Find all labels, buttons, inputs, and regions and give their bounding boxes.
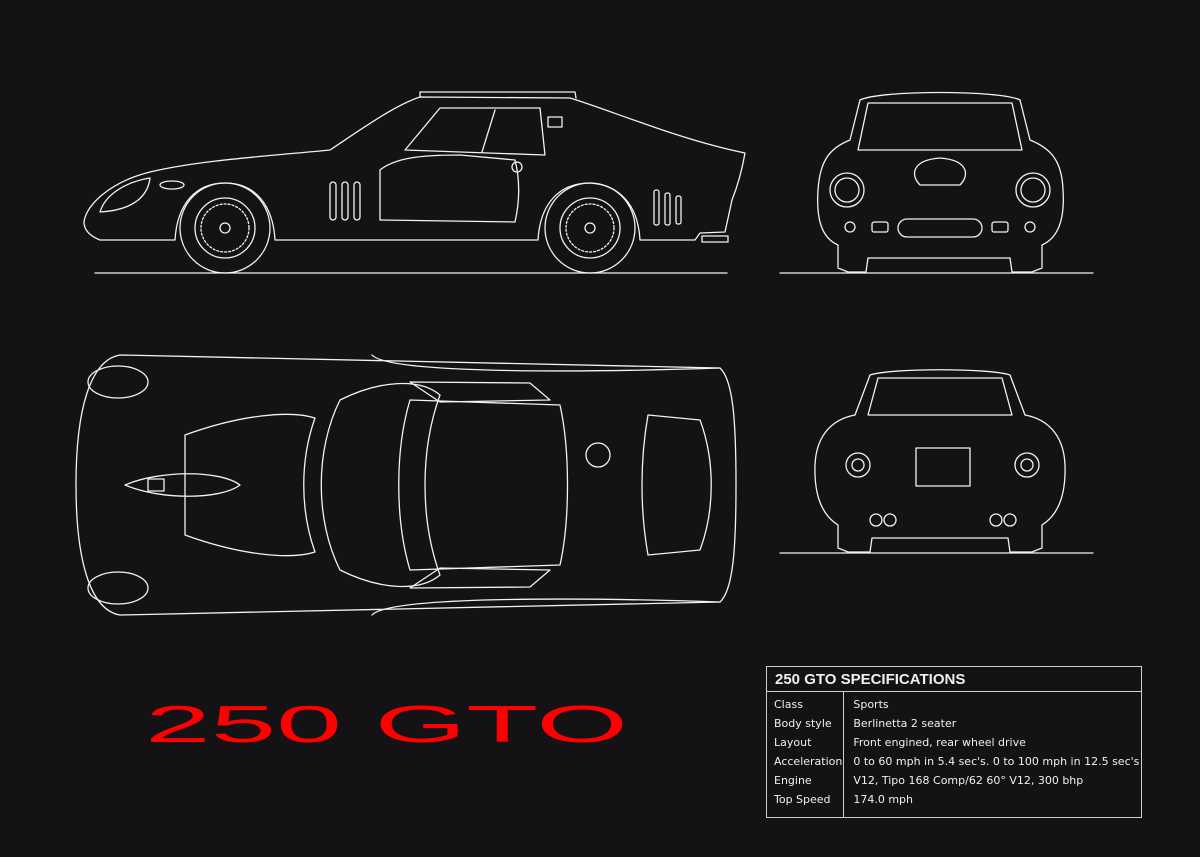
spec-row: Engine V12, Tipo 168 Comp/62 60° V12, 300… — [767, 772, 1143, 791]
specifications-table: 250 GTO SPECIFICATIONS Class Sports Body … — [766, 666, 1142, 818]
body-outline — [75, 354, 737, 616]
left-headlight — [87, 365, 149, 399]
spec-label: Layout — [774, 736, 812, 749]
spec-label: Body style — [774, 717, 832, 730]
front-wheel — [179, 182, 271, 274]
spec-value: Berlinetta 2 seater — [853, 717, 957, 730]
rear-wheel — [544, 182, 636, 274]
spec-row: Top Speed 174.0 mph — [767, 791, 1143, 810]
door — [379, 154, 520, 223]
left-taillight — [851, 458, 865, 472]
spec-value: 0 to 60 mph in 5.4 sec's. 0 to 100 mph i… — [853, 755, 1140, 768]
top-view — [75, 354, 737, 616]
spec-value: 174.0 mph — [853, 793, 914, 806]
side-window — [404, 107, 546, 156]
left-headlight — [834, 177, 860, 203]
spec-label: Engine — [774, 774, 812, 787]
windshield — [857, 102, 1023, 151]
rear-view — [779, 369, 1094, 554]
spec-label: Top Speed — [774, 793, 831, 806]
spec-row: Layout Front engined, rear wheel drive — [767, 734, 1143, 753]
front-view — [779, 91, 1094, 274]
spec-label: Class — [774, 698, 803, 711]
hood-bulge — [124, 473, 241, 497]
fuel-cap — [511, 161, 523, 173]
body-outline — [816, 91, 1064, 273]
license-plate — [915, 447, 971, 487]
exhaust — [701, 235, 729, 243]
window-pillar — [481, 109, 496, 153]
specs-heading: 250 GTO SPECIFICATIONS — [767, 667, 1141, 692]
roof — [419, 91, 577, 99]
poster-title: 250 GTO — [145, 696, 628, 754]
spec-label: Acceleration — [774, 755, 843, 768]
headlight — [99, 177, 151, 213]
right-window — [409, 567, 551, 589]
fender-lines — [371, 354, 721, 616]
column-divider — [843, 692, 844, 817]
hood-scoop — [913, 157, 967, 186]
grille — [897, 218, 983, 238]
right-headlight — [1020, 177, 1046, 203]
side-light — [159, 180, 185, 190]
spec-row: Acceleration 0 to 60 mph in 5.4 sec's. 0 … — [767, 753, 1143, 772]
hood — [184, 413, 316, 557]
left-window — [409, 381, 551, 403]
spec-value: Front engined, rear wheel drive — [853, 736, 1026, 749]
body-outline — [814, 369, 1066, 553]
roof — [398, 399, 569, 571]
fuel-cap — [585, 442, 611, 468]
windshield — [320, 382, 441, 588]
side-view — [83, 91, 746, 274]
body-outline — [83, 96, 746, 241]
side-vents — [329, 181, 682, 226]
spec-row: Body style Berlinetta 2 seater — [767, 715, 1143, 734]
right-taillight — [1020, 458, 1034, 472]
right-headlight — [87, 571, 149, 605]
rear-window — [867, 377, 1013, 416]
quarter-window — [547, 116, 563, 128]
spec-value: Sports — [853, 698, 889, 711]
trunk-lid — [641, 414, 712, 556]
spec-row: Class Sports — [767, 696, 1143, 715]
spec-value: V12, Tipo 168 Comp/62 60° V12, 300 bhp — [853, 774, 1084, 787]
